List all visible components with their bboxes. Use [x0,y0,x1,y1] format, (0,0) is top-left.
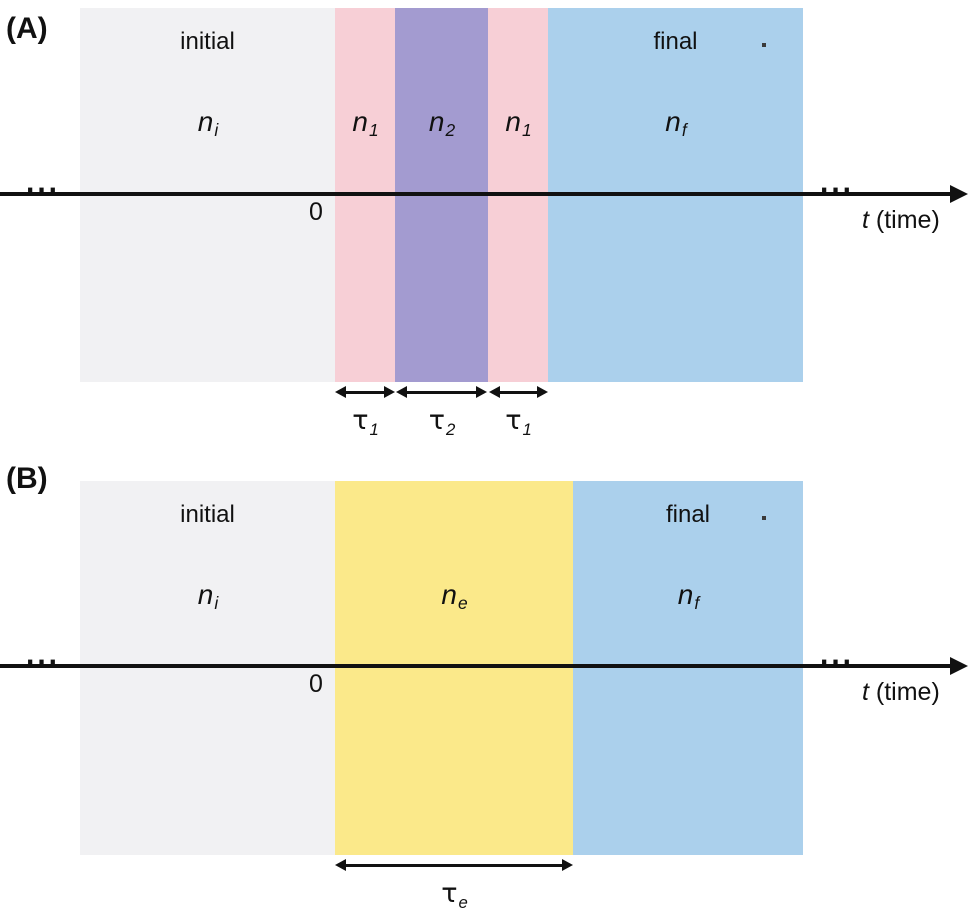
axis-time-label-b: t (time) [862,680,940,705]
region-symbol-initial-b: ni [80,579,335,612]
region-title-final-b: final [665,501,711,528]
region-symbol-initial-a: ni [80,106,335,139]
tau-symbol: τ [428,405,445,436]
axis-origin-label-a: 0 [309,198,323,226]
symbol-base: n [441,579,457,610]
symbol-subscript: f [694,593,700,613]
region-symbol-final-a: nf [548,106,803,139]
tau-symbol: τ [505,405,522,436]
duration-label-tau1-first-a: τ1 [335,405,395,438]
region-symbol-n1-first-a: n1 [335,106,395,139]
tau-subscript: 1 [369,420,379,439]
symbol-subscript: f [681,120,687,140]
symbol-subscript: 1 [521,120,532,140]
tau-subscript: e [458,893,468,912]
duration-label-taue-b: τe [335,878,573,911]
region-title-initial-a: initial [180,28,235,55]
panel-letter-a: (A) [6,12,48,45]
symbol-base: n [505,106,521,137]
region-symbol-n2-a: n2 [395,106,488,139]
speck-artifact-a [762,43,766,47]
tau-subscript: 2 [445,420,456,439]
axis-label-symbol: t [862,206,869,234]
duration-label-tau2-a: τ2 [395,405,488,438]
region-symbol-ne-b: ne [335,579,573,612]
symbol-base: n [677,579,694,610]
axis-time-label-a: t (time) [862,208,940,233]
region-symbol-final-b: nf [573,579,803,612]
axis-origin-label-b: 0 [309,670,323,698]
symbol-subscript: i [214,120,219,140]
speck-artifact-b [762,516,766,520]
axis-line-a [0,192,950,196]
region-title-initial-b: initial [180,501,235,528]
band-final-b [573,481,803,855]
panel-letter-b: (B) [6,462,48,495]
symbol-base: n [197,579,214,610]
axis-arrowhead-b [950,657,968,675]
axis-label-text: (time) [875,206,940,234]
axis-label-symbol: t [862,678,869,706]
symbol-subscript: 2 [445,120,456,140]
region-title-final-a: final [653,28,698,55]
region-symbol-n1-second-a: n1 [488,106,548,139]
tau-symbol: τ [441,878,458,909]
axis-arrowhead-a [950,185,968,203]
symbol-subscript: e [457,593,468,613]
band-initial-b [80,481,335,855]
band-ne-b [335,481,573,855]
axis-line-b [0,664,950,668]
axis-label-text: (time) [875,678,940,706]
symbol-base: n [352,106,368,137]
tau-subscript: 1 [522,420,532,439]
symbol-base: n [428,106,445,137]
symbol-subscript: i [214,593,219,613]
tau-symbol: τ [352,405,369,436]
symbol-subscript: 1 [368,120,379,140]
symbol-base: n [665,106,681,137]
symbol-base: n [197,106,214,137]
duration-label-tau1-second-a: τ1 [488,405,548,438]
